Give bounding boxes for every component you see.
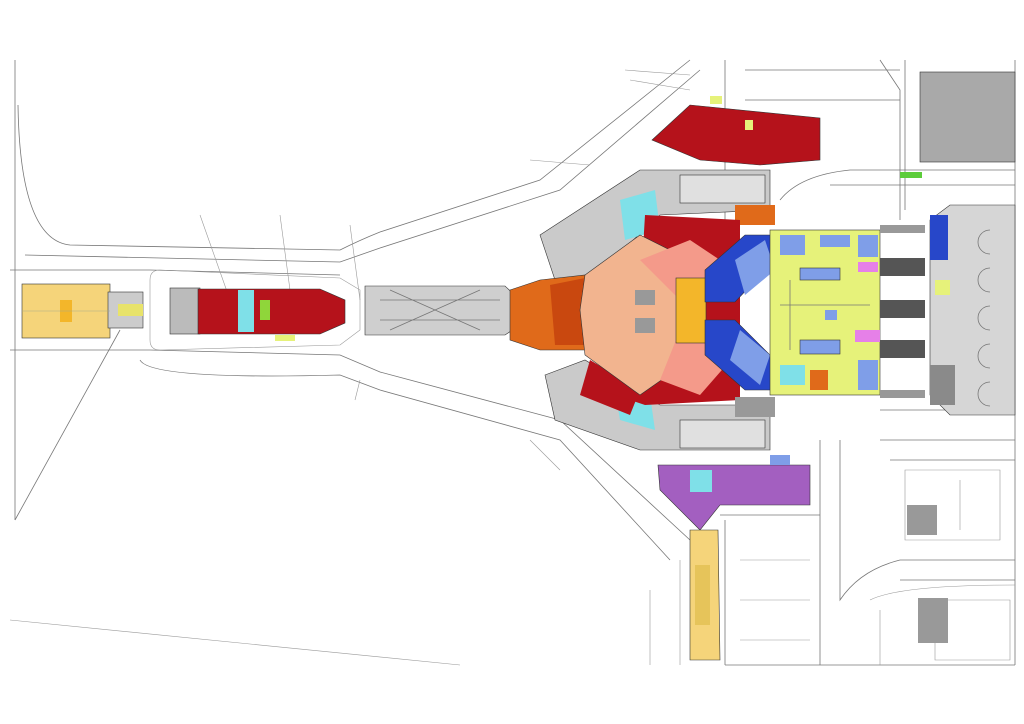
main-hall	[769, 229, 881, 396]
blue-wings	[704, 234, 776, 417]
north-building	[651, 96, 922, 225]
south-building	[657, 455, 811, 661]
west-pier	[21, 283, 144, 339]
central-hub	[509, 215, 740, 405]
east-terminal	[907, 71, 1016, 643]
connector-concourse	[364, 285, 521, 336]
bridges	[880, 225, 925, 398]
satellite-building	[169, 287, 346, 341]
